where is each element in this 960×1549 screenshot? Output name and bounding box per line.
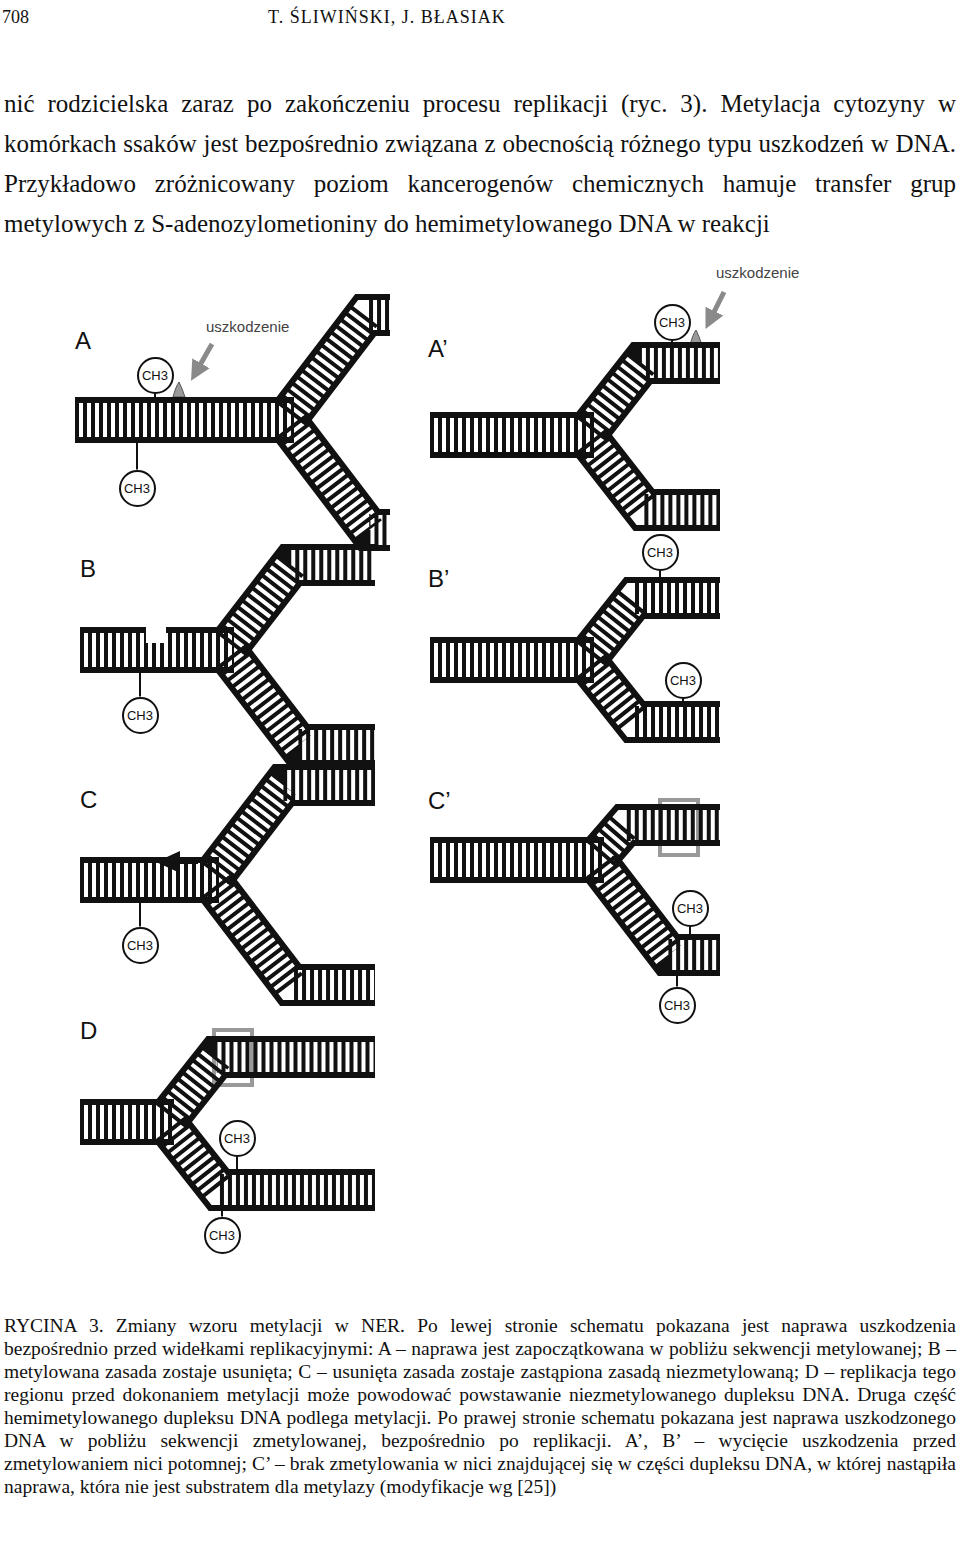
dna-strand — [80, 667, 234, 673]
methyl-circle: CH3 — [122, 927, 159, 964]
methyl-circle: CH3 — [204, 1217, 241, 1254]
methyl-label: CH3 — [224, 1131, 250, 1146]
dna-strand — [184, 1075, 375, 1127]
dna-strand — [80, 897, 219, 903]
dna-strand — [430, 877, 604, 883]
dna-strand — [75, 437, 294, 443]
damage-arrow — [710, 292, 724, 320]
dna-strand — [201, 767, 375, 863]
base-pairs — [600, 825, 720, 854]
base-pairs — [80, 1104, 174, 1140]
methyl-stem — [671, 341, 673, 348]
panel-letter: B — [80, 554, 120, 583]
dna-strand — [614, 855, 720, 937]
figure-caption: RYCINA 3. Zmiany wzoru metylacji w NER. … — [4, 1314, 956, 1498]
dna-strand — [229, 875, 375, 967]
insertion-arrowhead — [156, 851, 180, 873]
running-head: T. ŚLIWIŃSKI, J. BŁASIAK — [268, 6, 688, 28]
dna-strand — [430, 412, 594, 418]
base-pairs — [230, 656, 375, 745]
damage-label: uszkodzenie — [206, 318, 346, 336]
dna-strand — [604, 655, 720, 704]
methyl-circle: CH3 — [659, 987, 696, 1024]
methyl-circle: CH3 — [122, 697, 159, 734]
dna-strand — [216, 547, 375, 633]
base-pairs — [215, 785, 375, 874]
dna-strand — [430, 452, 594, 458]
base-pairs — [430, 417, 594, 453]
methyl-stem — [154, 394, 156, 399]
panel-letter: C — [80, 785, 120, 814]
damage-label: uszkodzenie — [716, 264, 856, 282]
methyl-label: CH3 — [664, 998, 690, 1013]
methyl-label: CH3 — [670, 673, 696, 688]
dna-strand — [75, 397, 294, 403]
dna-strand — [576, 345, 720, 418]
methyl-stem — [682, 699, 684, 704]
panel-letter: A — [75, 326, 115, 355]
methyl-label: CH3 — [209, 1228, 235, 1243]
methyl-stem — [659, 571, 661, 579]
panel-letter: A’ — [428, 334, 468, 363]
methyl-circle: CH3 — [672, 890, 709, 927]
methyl-circle: CH3 — [654, 304, 691, 341]
dna-strand — [586, 877, 720, 973]
methyl-circle: CH3 — [219, 1120, 256, 1157]
methyl-stem — [221, 1208, 223, 1217]
dna-strand — [229, 803, 375, 885]
methyl-label: CH3 — [659, 315, 685, 330]
dna-strand — [244, 645, 375, 727]
damage-mark — [173, 382, 185, 397]
methyl-stem — [139, 673, 141, 697]
methyl-stem — [689, 927, 691, 937]
dna-strand — [604, 430, 720, 492]
methyl-label: CH3 — [647, 545, 673, 560]
base-pairs — [590, 598, 720, 654]
dna-strand — [604, 616, 720, 665]
base-pairs — [80, 862, 219, 898]
panel-letter: B’ — [428, 564, 468, 593]
methyl-stem — [676, 975, 678, 987]
dna-strand — [304, 415, 390, 512]
methyl-label: CH3 — [677, 901, 703, 916]
dna-strand — [586, 807, 720, 842]
page-number: 708 — [2, 6, 62, 28]
dna-strand — [276, 297, 390, 403]
methyl-label: CH3 — [127, 708, 153, 723]
methyl-circle: CH3 — [137, 357, 174, 394]
methyl-circle: CH3 — [665, 662, 702, 699]
base-gap — [146, 625, 166, 643]
methyl-circle: CH3 — [642, 534, 679, 571]
dna-strand — [430, 837, 604, 843]
base-pairs — [230, 565, 375, 644]
base-pairs — [75, 402, 294, 438]
dna-strand — [184, 1117, 375, 1172]
base-pairs — [430, 842, 604, 878]
damage-arrow — [196, 344, 212, 372]
methyl-stem — [236, 1157, 238, 1173]
methyl-circle: CH3 — [119, 470, 156, 507]
methyl-stem — [136, 443, 138, 470]
dna-strand — [604, 381, 720, 440]
methyl-label: CH3 — [124, 481, 150, 496]
dna-strand — [156, 1039, 375, 1105]
methyl-label: CH3 — [127, 938, 153, 953]
dna-strand — [614, 843, 720, 866]
dna-strand — [430, 637, 594, 643]
dna-strand — [80, 857, 219, 863]
dna-strand — [430, 677, 594, 683]
base-pairs — [430, 642, 594, 678]
methyl-label: CH3 — [142, 368, 168, 383]
methyl-stem — [139, 903, 141, 927]
dna-strand — [244, 583, 375, 655]
body-text: nić rodzicielska zaraz po zakończeniu pr… — [4, 84, 956, 244]
panel-letter: C’ — [428, 786, 468, 815]
dna-strand — [576, 580, 720, 643]
base-pairs — [215, 886, 375, 985]
panel-letter: D — [80, 1016, 120, 1045]
